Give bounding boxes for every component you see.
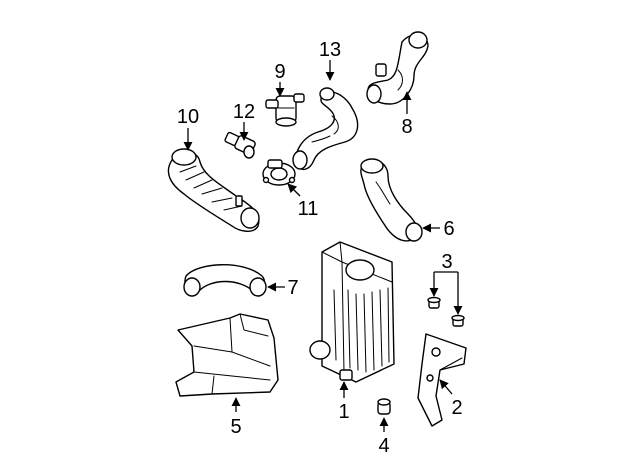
part-3-grommets[interactable] <box>427 296 465 327</box>
part-4-grommet[interactable] <box>377 398 391 415</box>
callout-7: 7 <box>287 277 298 299</box>
part-8-upper-hose[interactable] <box>366 31 429 105</box>
callout-4: 4 <box>378 435 389 457</box>
callout-1: 1 <box>338 401 349 423</box>
part-6-lower-hose[interactable] <box>360 158 423 242</box>
callout-11: 11 <box>298 198 319 220</box>
callout-12: 12 <box>233 101 255 123</box>
callout-9: 9 <box>274 61 285 83</box>
callout-labels: 13 9 8 12 10 11 6 7 3 5 1 4 2 <box>177 39 463 457</box>
part-13-charge-hose[interactable] <box>292 87 359 171</box>
part-12-sensor[interactable] <box>224 131 256 159</box>
part-5-air-duct[interactable] <box>175 313 279 397</box>
leader-lines <box>183 60 463 432</box>
callout-2: 2 <box>451 397 462 419</box>
part-7-bent-hose[interactable] <box>183 264 267 297</box>
callout-8: 8 <box>401 116 412 138</box>
part-10-intake-duct[interactable] <box>167 148 260 232</box>
leader-11 <box>287 183 301 197</box>
callout-6: 6 <box>443 218 454 240</box>
part-11-flange[interactable] <box>262 159 296 186</box>
part-9-valve[interactable] <box>265 93 305 127</box>
callout-5: 5 <box>230 416 241 438</box>
part-1-intercooler[interactable] <box>309 241 395 383</box>
part-2-bracket[interactable] <box>417 333 467 427</box>
callout-10: 10 <box>177 106 199 128</box>
callout-13: 13 <box>319 39 341 61</box>
callout-3: 3 <box>441 251 452 273</box>
leader-2 <box>439 379 453 395</box>
